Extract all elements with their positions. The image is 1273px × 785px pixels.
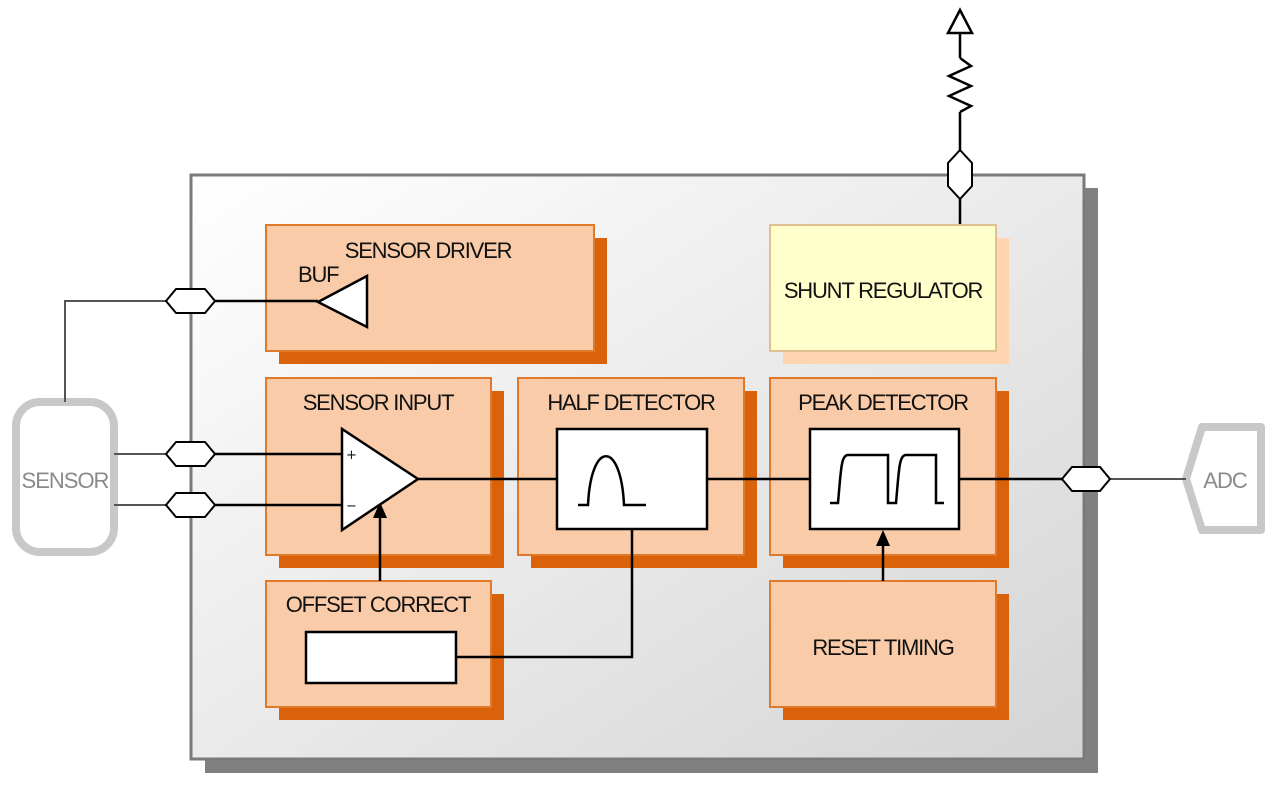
adc-external: ADC (1182, 423, 1265, 534)
adc-pin-port (1060, 466, 1112, 492)
shunt-regulator-label: SHUNT REGULATOR (784, 278, 983, 303)
sensor-drive-wire (64, 300, 166, 402)
square-pulse-icon (830, 453, 944, 505)
half-detector-block: HALF DETECTOR (517, 377, 757, 568)
half-detector-box (555, 427, 709, 531)
offset-arrow-icon (373, 502, 387, 518)
sensor-label: SENSOR (22, 468, 109, 493)
buf-pin-port (164, 288, 217, 314)
sensor-driver-label: SENSOR DRIVER (345, 238, 512, 263)
adc-label: ADC (1203, 468, 1248, 493)
reset-timing-label: RESET TIMING (812, 635, 953, 660)
offset-correct-box (304, 630, 458, 685)
sensor-plus-pin-port (164, 441, 217, 467)
offset-correct-block: OFFSET CORRECT (265, 580, 504, 720)
shunt-regulator-block: SHUNT REGULATOR (769, 224, 1009, 364)
offset-correct-label: OFFSET CORRECT (286, 592, 471, 617)
reset-timing-block: RESET TIMING (769, 580, 1009, 720)
sensor-driver-block: SENSOR DRIVER BUF (265, 224, 607, 364)
reset-arrow-icon (876, 530, 890, 546)
sensor-minus-pin-port (164, 492, 217, 518)
half-detector-label: HALF DETECTOR (547, 390, 715, 415)
peak-detector-label: PEAK DETECTOR (798, 390, 968, 415)
peak-detector-block: PEAK DETECTOR (769, 377, 1009, 568)
amplifier-icon: + − (340, 426, 421, 533)
amp-minus-sign: − (346, 499, 357, 514)
feedback-wire (456, 529, 634, 659)
resistor-icon (945, 56, 975, 114)
supply-arrow-icon (945, 7, 975, 58)
amp-plus-sign: + (346, 448, 357, 463)
buffer-triangle-icon (315, 273, 369, 330)
sensor-input-label: SENSOR INPUT (303, 390, 454, 415)
half-pulse-icon (578, 455, 646, 507)
peak-detector-box (808, 427, 961, 531)
sensor-external: SENSOR (12, 398, 118, 556)
buf-label: BUF (298, 262, 339, 287)
